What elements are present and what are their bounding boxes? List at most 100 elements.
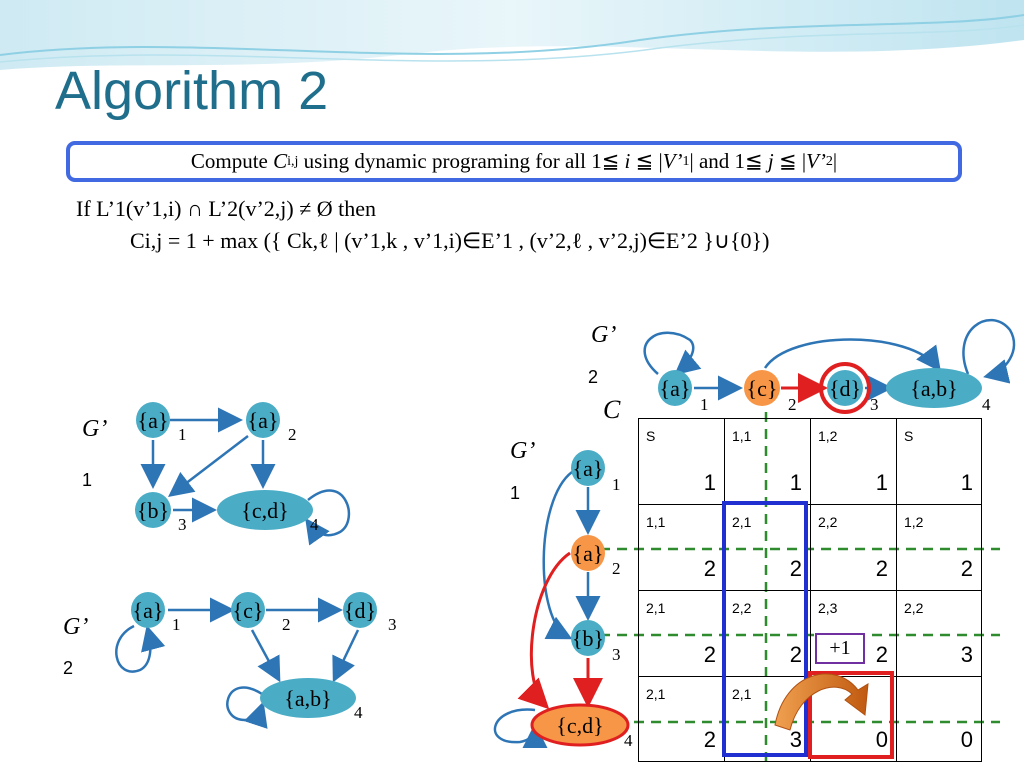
cell-tag: 2,1 [646,600,666,616]
node-index: 4 [310,515,319,534]
box-v1: V’ [662,149,683,173]
graph-g2-right-sub: 2 [588,367,598,387]
node-index: 2 [788,395,797,414]
box-i: i [624,149,631,173]
node-label: {b} [572,626,604,651]
cell-value: 1 [875,470,888,495]
node-label: {a,b} [910,376,957,401]
node-index: 3 [612,645,621,664]
node-label: {d} [829,376,861,401]
node-index: 4 [354,703,363,722]
cell-tag: 2,1 [646,686,666,702]
cell-value: 2 [703,727,716,752]
node-index: 2 [282,615,291,634]
node-g1-a2 [246,402,280,438]
node-label: {c,d} [241,498,288,523]
cell-tag: 1,1 [732,428,752,444]
node-label: {d} [344,598,376,623]
box-le1: ≦ | [630,149,663,173]
node-label: {a} [248,408,279,433]
cell-tag: S [904,428,914,444]
node-label: {a} [133,598,164,623]
node-label: {a} [573,456,604,481]
node-index: 2 [612,559,621,578]
cell-value: 2 [789,556,802,581]
box-prefix: Compute [190,149,274,173]
header-decoration [0,0,1024,70]
graph-g2-left: G’ 2 {a} {c} {d} {a,b} 1 2 3 4 [63,592,397,729]
node-index: 4 [624,731,633,750]
cell-value: 3 [789,727,802,752]
box-close1: | and 1≦ [689,149,768,173]
box-v2: V’ [806,149,826,173]
graph-g2-right-name: G’ [591,322,616,348]
node-index: 3 [178,515,187,534]
node-label: {a} [573,541,604,566]
node-index: 4 [982,395,991,414]
page-title: Algorithm 2 [55,61,329,121]
node-label: {a,b} [284,686,331,711]
node-label: {c} [747,376,778,401]
node-label: {a} [138,408,169,433]
cell-tag: 2,2 [904,600,924,616]
box-c: C [273,149,288,173]
cell-tag: 2,2 [732,600,752,616]
cell-value: 2 [875,556,888,581]
node-index: 3 [388,615,397,634]
box-v1-sub: 1 [682,153,690,169]
condition-line: If L’1(v’1,i) ∩ L’2(v’2,j) ≠ Ø then [76,196,377,221]
node-label: {c,d} [556,713,603,738]
cell-tag: 1,2 [904,514,924,530]
cell-tag: 1,2 [818,428,838,444]
box-c-sub: i,j [287,153,299,169]
cell-value: 2 [703,556,716,581]
node-g1-a1 [136,402,170,438]
graph-g1-vertical: G’ 1 {a} {a} {b} {c,d} 1 2 3 4 [493,438,633,750]
box-middle: using dynamic programing for all 1≦ [298,149,625,173]
table-label: C [603,395,621,424]
cell-value: 0 [875,727,888,752]
node-index: 1 [700,395,709,414]
graph-g1-vertical-sub: 1 [510,483,520,503]
cell-value: 2 [703,642,716,667]
graph-g2-left-sub: 2 [63,658,73,678]
cell-tag: 2,3 [818,600,838,616]
plus-one-label: +1 [815,633,865,664]
box-j: j [767,149,774,173]
table-cell: 0 [810,676,896,762]
graph-g2-left-name: G’ [63,614,88,640]
node-g1-b3 [135,492,171,528]
cell-value: 2 [789,642,802,667]
cell-value: 2 [875,642,888,667]
table-cell: 0 [896,676,982,762]
cell-value: 2 [960,556,973,581]
cell-tag: 2,1 [732,686,752,702]
node-label: {a} [660,376,691,401]
node-g1-cd4 [217,490,313,530]
box-le2: ≦ | [773,149,807,173]
graph-g1-top-name: G’ [82,416,107,442]
graph-g1-top-sub: 1 [82,470,92,490]
graph-g2-right: G’ 2 {a} {c} {d} {a,b} 1 2 3 4 [588,318,1016,414]
box-close2: | [832,149,838,173]
node-index: 1 [612,475,621,494]
cell-tag: 2,2 [818,514,838,530]
node-label: {b} [137,498,169,523]
